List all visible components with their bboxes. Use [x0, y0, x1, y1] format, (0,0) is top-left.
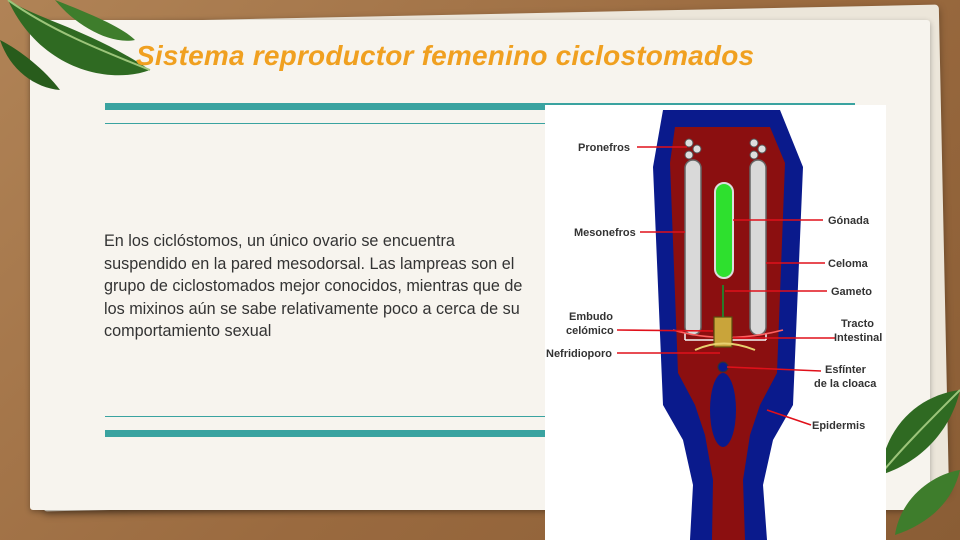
- mesonephros-right-shape: [749, 159, 767, 336]
- divider-bottom-thick: [105, 430, 855, 437]
- pronephros-right-shape: [749, 138, 767, 160]
- label-pronefros: Pronefros: [578, 142, 630, 154]
- divider-bottom-thin: [105, 416, 855, 417]
- pronephros-left-shape: [684, 138, 702, 160]
- label-esfinter-1: Esfínter: [825, 364, 867, 376]
- slide-title: Sistema reproductor femenino ciclostomad…: [136, 40, 755, 71]
- label-gameto: Gameto: [831, 286, 872, 298]
- divider-top-thick: [105, 103, 855, 110]
- label-celoma: Celoma: [828, 258, 869, 270]
- mesonephros-left-shape: [684, 159, 702, 336]
- leaf-bottom-right-icon: [879, 389, 960, 535]
- highlighted-word: mixinos: [129, 299, 185, 318]
- divider-top-thin: [105, 123, 855, 124]
- label-epidermis: Epidermis: [812, 420, 865, 432]
- lower-lobe-shape: [710, 373, 736, 447]
- label-tracto-1: Tracto: [841, 318, 874, 330]
- anatomy-figure: Pronefros Mesonefros Embudo celómico Nef…: [545, 105, 886, 540]
- leaf-top-left-icon: [0, 0, 151, 90]
- body-paragraph: En los ciclóstomos, un único ovario se e…: [104, 230, 529, 343]
- label-nefridioporo: Nefridioporo: [546, 348, 612, 360]
- label-gonada: Gónada: [828, 215, 870, 227]
- label-mesonefros: Mesonefros: [574, 227, 636, 239]
- coelomic-funnel-shape: [713, 316, 733, 348]
- label-embudo-1: Embudo: [569, 311, 613, 323]
- label-tracto-2: Intestinal: [834, 332, 882, 344]
- body-text-part-1: En los ciclóstomos, un único ovario se e…: [104, 232, 523, 318]
- gonad-shape: [714, 182, 734, 279]
- body-text-part-2: aún se sabe relativamente poco a cerca d…: [104, 299, 520, 341]
- label-embudo-2: celómico: [566, 325, 614, 337]
- sphincter-shape: [717, 361, 729, 373]
- lamprey-diagram: Pronefros Mesonefros Embudo celómico Nef…: [546, 110, 882, 540]
- label-esfinter-2: de la cloaca: [814, 378, 877, 390]
